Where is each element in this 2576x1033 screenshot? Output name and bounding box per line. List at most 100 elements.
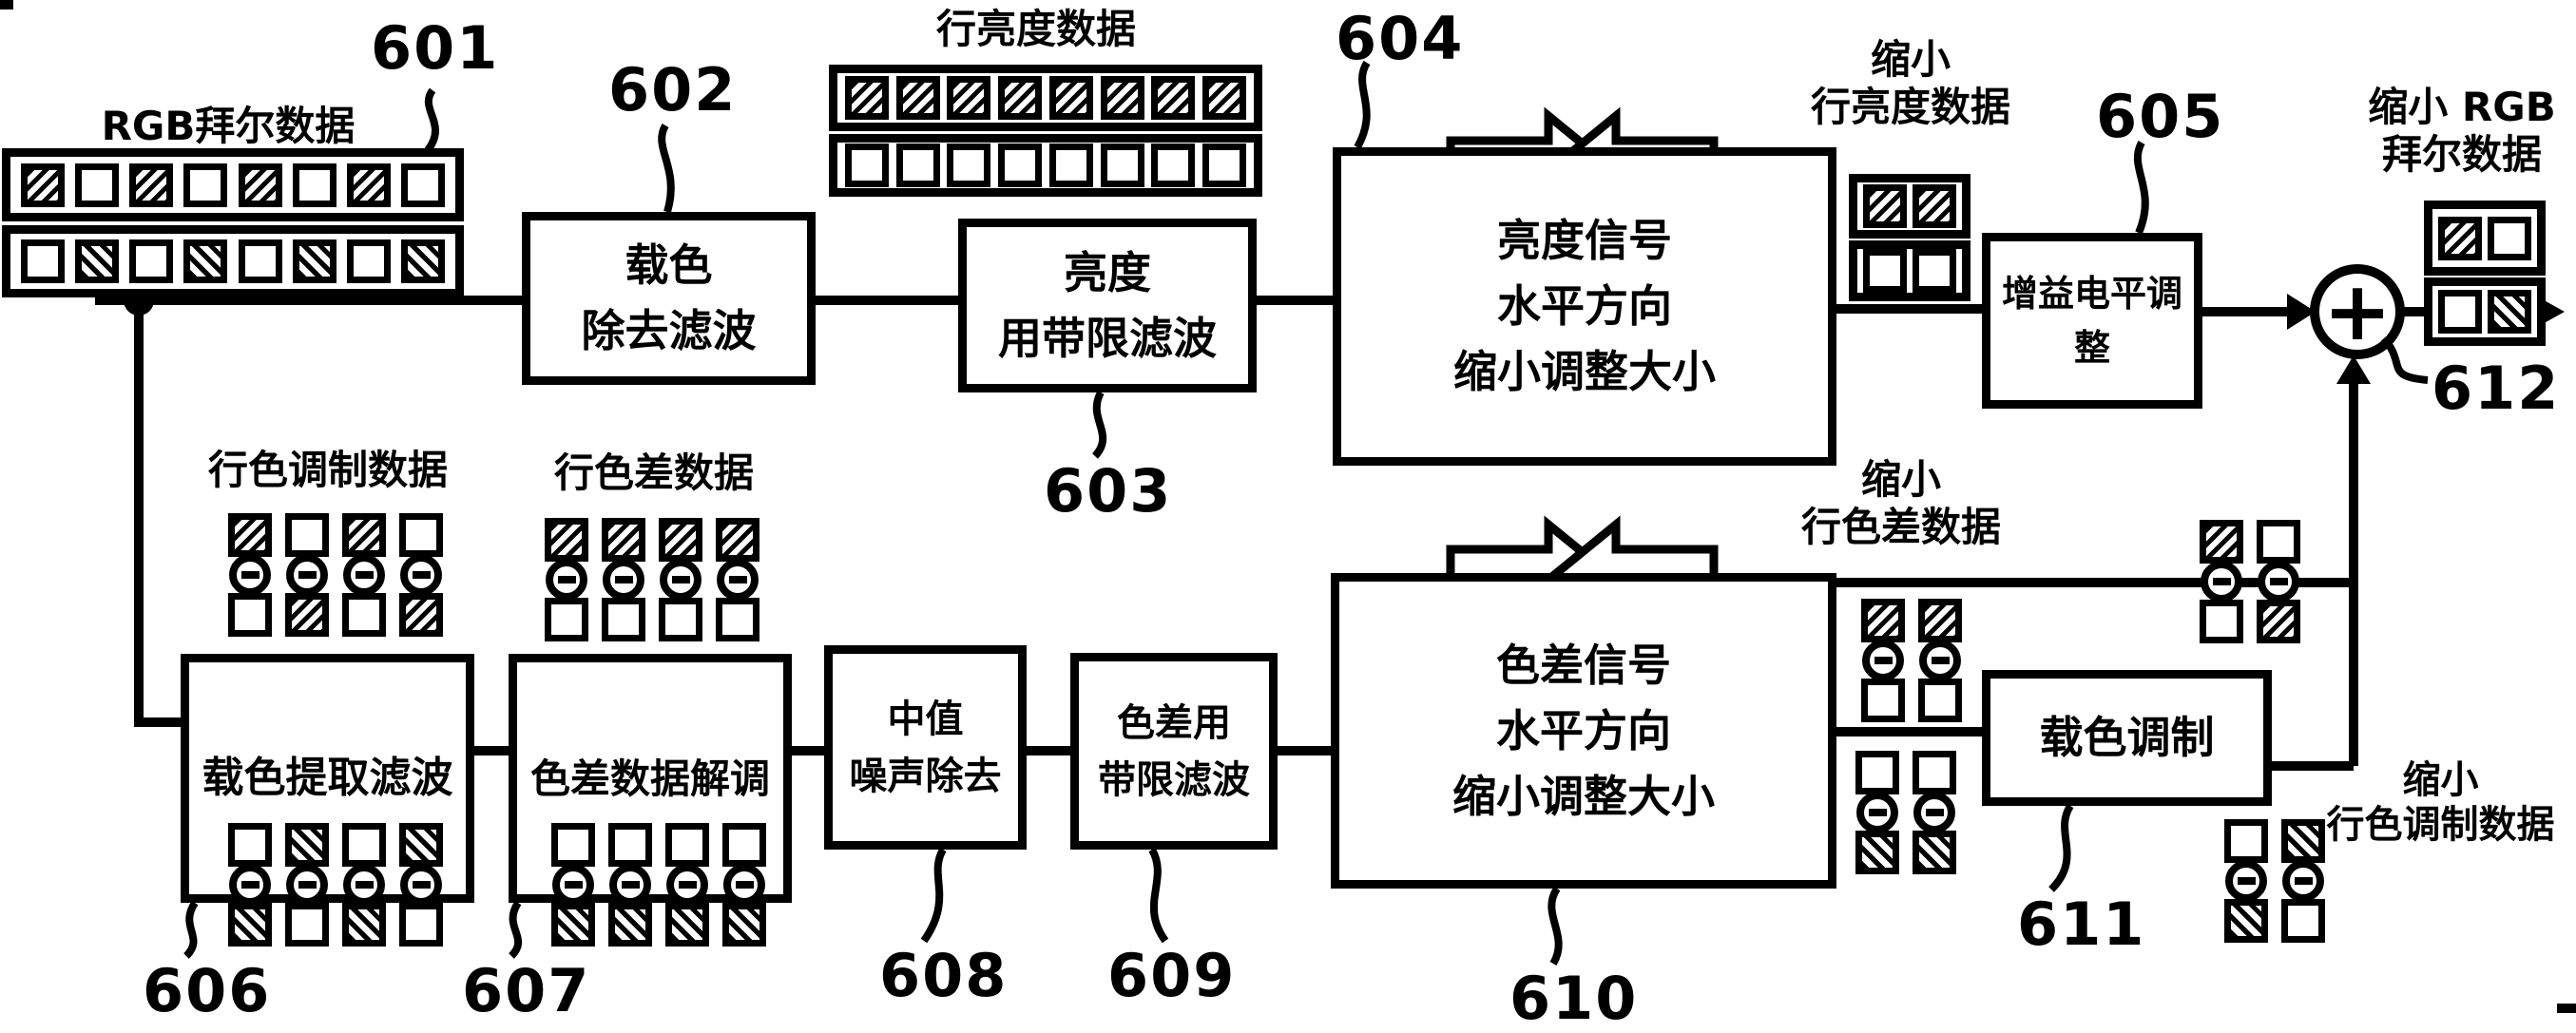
pixel-cell-backhatch	[722, 903, 766, 947]
minus-circle-icon	[286, 864, 328, 906]
minus-bar-icon	[355, 571, 374, 579]
pixel-cell-backhatch	[399, 823, 443, 867]
ref-608: 608	[879, 941, 1009, 1010]
pixel-cell-backhatch	[228, 903, 272, 947]
label-text: RGB拜尔数据	[101, 103, 356, 149]
pixel-cell-empty	[2488, 216, 2531, 260]
ref-605: 605	[2096, 82, 2225, 151]
label-text: 缩小	[2402, 758, 2479, 802]
block-label: 色差数据解调	[529, 755, 770, 802]
arrowhead-into-adder	[2287, 294, 2316, 330]
pixel-cell-empty	[400, 163, 445, 207]
pixel-cell-backhatch	[2488, 290, 2531, 334]
minus-bar-icon	[240, 571, 260, 579]
pixel-column	[399, 823, 443, 947]
label-row-chroma-diff-data: 行色差数据	[535, 450, 773, 497]
squiggle-609	[1148, 848, 1169, 944]
pixel-column	[1913, 751, 1956, 874]
pixel-cell-empty	[183, 163, 228, 207]
ref-603: 603	[1044, 456, 1173, 526]
ref-607: 607	[462, 956, 591, 1025]
block-602-carrier-removal-filter: 载色 除去滤波	[522, 212, 816, 385]
ref-606: 606	[143, 956, 272, 1025]
minus-circle-icon	[229, 554, 271, 596]
minus-circle-icon	[666, 864, 708, 906]
minus-bar-icon	[2269, 578, 2288, 585]
minus-circle-icon	[2225, 860, 2267, 902]
pixel-cell-backhatch	[2224, 899, 2268, 943]
pixel-cell-hatch	[844, 76, 889, 120]
pixel-cell-empty	[21, 239, 66, 283]
pixel-cell-empty	[844, 143, 889, 187]
pixel-cell-backhatch	[665, 903, 709, 947]
pixel-strip-shrunk-luma-2	[1849, 240, 1970, 301]
block-label: 水平方向	[1496, 704, 1671, 756]
minus-bar-icon	[2294, 877, 2313, 885]
block-label: 色差信号	[1496, 639, 1671, 691]
pixel-cell-backhatch	[342, 903, 386, 947]
pixel-cell-empty	[292, 163, 336, 207]
pixel-cell-hatch	[1202, 76, 1247, 120]
minus-circle-icon	[603, 559, 644, 601]
pixel-column	[2281, 819, 2325, 943]
minus-bar-icon	[412, 881, 431, 889]
label-text: 缩小	[1870, 36, 1951, 83]
pixel-column	[228, 513, 272, 637]
pixel-cell-empty	[665, 823, 709, 867]
pixel-cell-empty	[659, 598, 702, 641]
pixel-column	[1855, 751, 1899, 874]
pixel-cell-empty	[1913, 249, 1956, 293]
pixel-cell-hatch	[602, 518, 645, 562]
pixel-cell-backhatch	[285, 823, 329, 867]
pixel-cell-empty	[2438, 290, 2482, 334]
line-branch-to-606	[134, 300, 181, 727]
pixel-column	[545, 518, 588, 641]
label-text: 行色差数据	[1800, 503, 2001, 550]
block-label: 缩小调整大小	[1453, 346, 1716, 397]
minus-circle-icon	[1919, 640, 1961, 681]
pixel-cell-hatch	[545, 518, 588, 562]
pixel-column	[285, 823, 329, 947]
label-shrunk-row-chroma-diff-data: 缩小 行色差数据	[1778, 456, 2025, 550]
pixel-cell-empty	[1151, 143, 1196, 187]
pixel-cell-empty	[895, 143, 940, 187]
pixel-column	[665, 823, 709, 947]
block-label: 中值	[887, 697, 964, 741]
block-label: 载色提取滤波	[202, 754, 453, 802]
pixel-cell-hatch	[228, 513, 272, 557]
pixel-cell-backhatch	[1855, 831, 1899, 874]
pixel-cell-hatch	[1151, 76, 1196, 120]
minus-bar-icon	[240, 881, 260, 889]
pixel-column	[1918, 599, 1962, 722]
pixel-strip-row-luma-1	[829, 65, 1262, 131]
block-label: 亮度	[1064, 246, 1151, 298]
minus-circle-icon	[2282, 860, 2324, 902]
pixel-cell-backhatch	[183, 239, 228, 283]
pixel-cell-empty	[228, 593, 272, 637]
pixel-cell-hatch	[2200, 520, 2243, 564]
pixel-cell-empty	[129, 239, 174, 283]
pixel-strip-bayer-row1	[2, 148, 464, 221]
minus-bar-icon	[412, 571, 431, 579]
arrowhead-up-into-adder	[2336, 355, 2371, 384]
pixel-cell-hatch	[1913, 184, 1956, 228]
pixel-group-right-upper	[2200, 520, 2300, 643]
pixel-cell-hatch	[129, 163, 174, 207]
block-label: 增益电平调整	[2001, 272, 2182, 369]
minus-bar-icon	[355, 881, 374, 889]
minus-circle-icon	[723, 864, 765, 906]
minus-bar-icon	[298, 571, 317, 579]
label-text: 行色调制数据	[207, 447, 448, 493]
label-text: 缩小 RGB	[2368, 84, 2556, 130]
block-label: 亮度信号	[1497, 215, 1672, 266]
pixel-column	[342, 823, 386, 947]
squiggle-601	[424, 87, 439, 153]
pixel-cell-empty	[998, 143, 1043, 187]
pixel-cell-hatch	[998, 76, 1043, 120]
block-label: 噪声除去	[849, 754, 1002, 798]
label-text: 拜尔数据	[2381, 130, 2542, 178]
pixel-cell-backhatch	[551, 903, 595, 947]
minus-circle-icon	[1856, 792, 1898, 833]
pixel-cell-hatch	[346, 163, 391, 207]
pixel-cell-hatch	[1100, 76, 1144, 120]
